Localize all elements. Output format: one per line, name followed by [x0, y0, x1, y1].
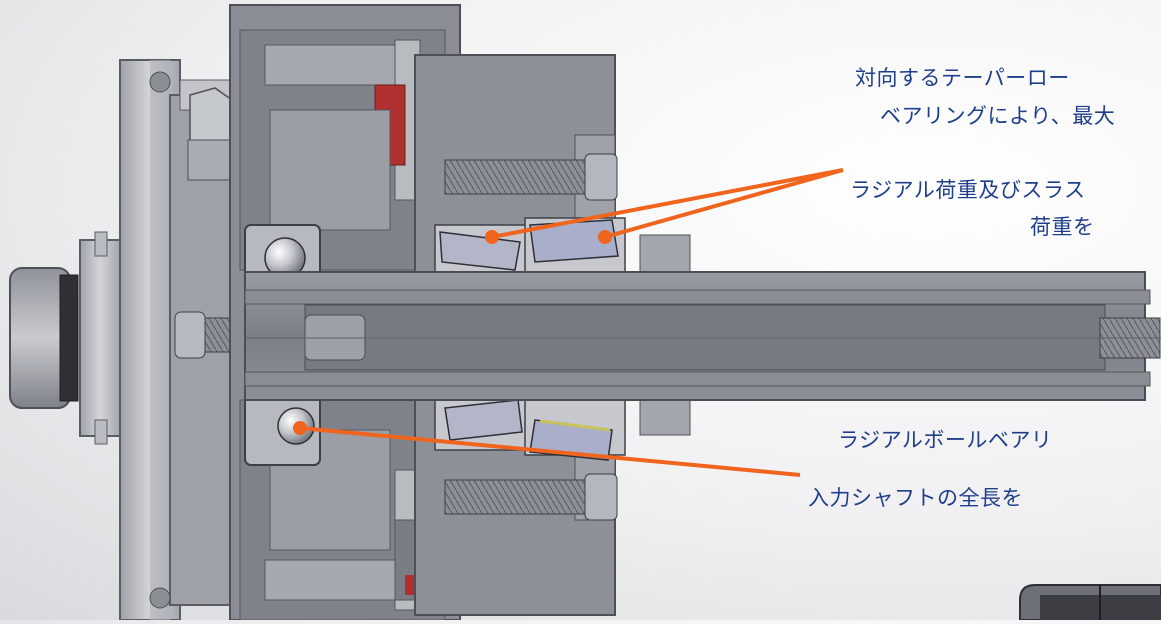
- bottom-right-part: [1019, 584, 1161, 621]
- tapered-roller-bearing-upper: [434, 217, 626, 277]
- tapered-bearing-callout-line4: 荷重を: [1030, 215, 1095, 239]
- tapered-roller-bearing-lower: [434, 394, 626, 461]
- input-shaft: [244, 271, 1161, 401]
- leader-lines: [293, 168, 844, 477]
- tapered-bearing-callout-line1: 対向するテーパーロー: [855, 66, 1070, 90]
- end-knob: [9, 231, 121, 445]
- tapered-bearing-callout-line3: ラジアル荷重及びスラス: [850, 178, 1086, 202]
- leader-dot-tapered-b: [598, 230, 612, 244]
- radial-bearing-callout-line1: ラジアルボールベアリ: [838, 428, 1053, 452]
- radial-ball-bearing-lower: [244, 394, 321, 466]
- radial-bearing-callout-line2: 入力シャフトの全長を: [808, 486, 1023, 510]
- leader-dot-radial: [293, 421, 307, 435]
- leader-line-radial: [299, 426, 801, 477]
- leader-line-tapered-a: [491, 168, 844, 239]
- leader-line-tapered-b: [604, 168, 844, 239]
- tapered-bearing-callout-line2: ベアリングにより、最大: [880, 104, 1116, 128]
- leader-dot-tapered-a: [485, 230, 499, 244]
